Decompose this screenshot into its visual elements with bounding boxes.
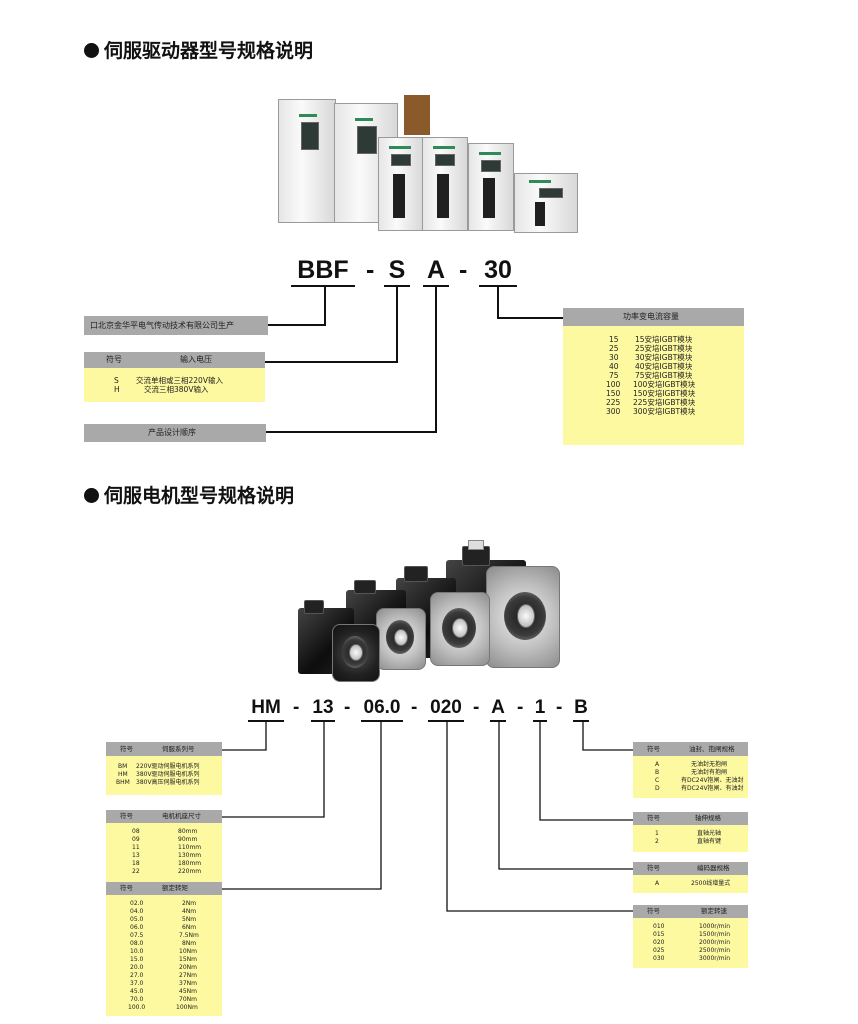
motor-model-dash: - [344, 697, 351, 718]
drive-model-30: 30 [484, 256, 512, 284]
col-header-voltage: 输入电压 [180, 355, 212, 364]
col-header-symbol: 符号 [106, 355, 122, 364]
motor-model-dash: - [293, 697, 300, 718]
motor-model-a: A [491, 697, 505, 718]
drive-model-s: S [388, 256, 406, 284]
section-title-drive: 伺服驱动器型号规格说明 [84, 36, 313, 63]
servo-drive-product-image [276, 95, 584, 235]
motor-model-dash: - [411, 697, 418, 718]
design-order-label: 产品设计顺序 [84, 424, 266, 442]
servo-motor-product-image [296, 540, 566, 690]
motor-model-dash: - [517, 697, 524, 718]
motor-model-06: 06.0 [363, 697, 401, 718]
drive-model-dash: - [459, 256, 468, 284]
motor-model-13: 13 [312, 697, 334, 718]
drive-model-bbf: BBF [297, 256, 349, 284]
maker-label: 口北京金华平电气传动技术有限公司生产 [84, 316, 268, 335]
col-header-power: 功率变电流容量 [623, 312, 679, 321]
motor-model-020: 020 [430, 697, 462, 718]
motor-model-dash: - [473, 697, 480, 718]
motor-model-hm: HM [251, 697, 281, 718]
motor-title-text: 伺服电机型号规格说明 [104, 485, 295, 507]
motor-model-b: B [574, 697, 588, 718]
bullet-icon [84, 488, 99, 503]
motor-model-dash: - [556, 697, 563, 718]
drive-title-text: 伺服驱动器型号规格说明 [104, 40, 314, 62]
motor-model-1: 1 [534, 697, 546, 718]
drive-model-a: A [426, 256, 446, 284]
bullet-icon [84, 43, 99, 58]
drive-model-dash: - [366, 256, 375, 284]
section-title-motor: 伺服电机型号规格说明 [84, 481, 294, 508]
